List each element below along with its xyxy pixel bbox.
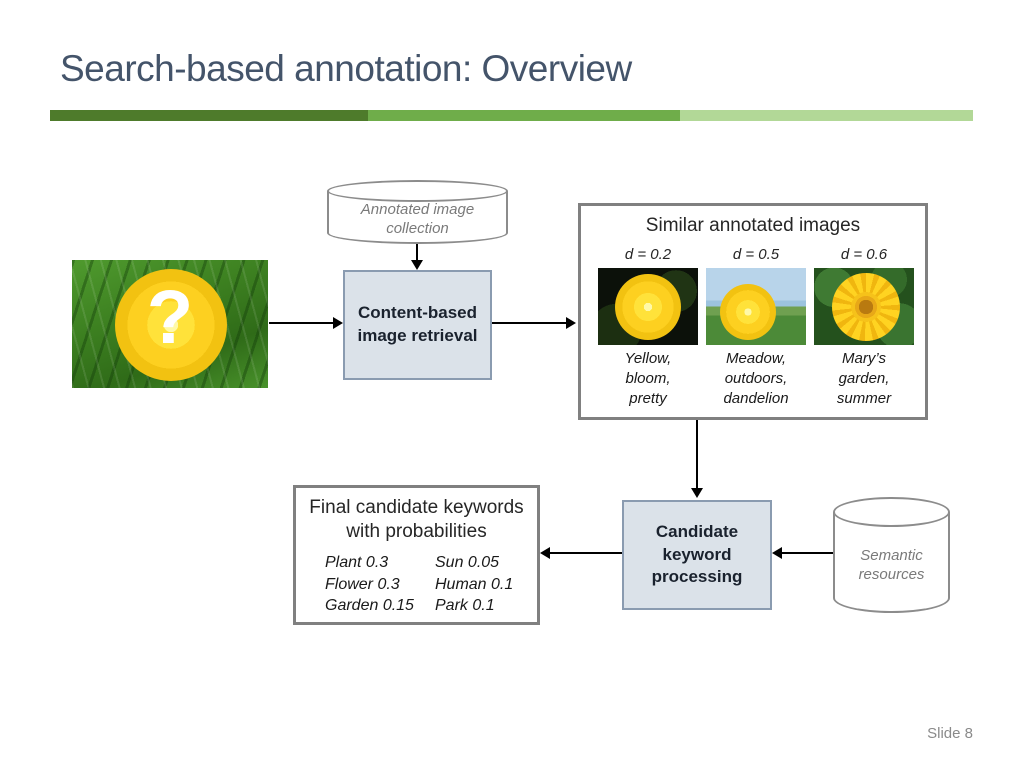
- distance-label: d = 0.2: [624, 246, 672, 263]
- accent-bar-segment-dark: [50, 110, 368, 121]
- result-keywords: Mary’s garden, summer: [836, 350, 892, 407]
- final-keywords-column-1: Plant 0.3 Flower 0.3 Garden 0.15: [325, 552, 414, 617]
- final-keywords-column-2: Sun 0.05 Human 0.1 Park 0.1: [435, 552, 513, 617]
- keyword-probability: Flower 0.3: [325, 575, 400, 593]
- result-photo-dandelion-dark: [598, 268, 698, 345]
- arrowhead-down-icon: [691, 488, 703, 498]
- accent-bar-segment-light: [680, 110, 973, 121]
- arrow-query-to-cbir: [269, 322, 335, 324]
- cbir-box-label: Content-based image retrieval: [357, 303, 478, 345]
- keyword-probability: Sun 0.05: [435, 554, 500, 571]
- similar-annotated-images-panel: Similar annotated images d = 0.2 Yellow,…: [578, 203, 928, 420]
- final-panel-title: Final candidate keywords with probabilit…: [309, 497, 524, 542]
- arrow-candidate-to-final: [549, 552, 622, 554]
- collection-cylinder-label: Annotated image collection: [360, 201, 475, 237]
- dandelion-flower-icon: [615, 274, 681, 340]
- cylinder-top: [833, 497, 950, 527]
- slide-number: Slide 8: [927, 725, 973, 742]
- slide-title: Search-based annotation: Overview: [60, 48, 632, 89]
- accent-bar-segment-medium: [368, 110, 680, 121]
- result-keywords: Meadow, outdoors, dandelion: [723, 350, 789, 407]
- result-item: d = 0.6 Mary’s garden, summer: [811, 246, 917, 408]
- result-photo-garden-flower: [814, 268, 914, 345]
- candidate-box-label: Candidate keyword processing: [651, 521, 743, 587]
- arrowhead-left-icon: [772, 547, 782, 559]
- candidate-keyword-processing-box: Candidate keyword processing: [622, 500, 772, 610]
- unknown-annotation-question-mark: ?: [146, 275, 194, 360]
- keyword-probability: Human 0.1: [435, 575, 514, 593]
- keyword-probability: Plant 0.3: [325, 554, 389, 571]
- arrow-similar-to-candidate: [696, 420, 698, 490]
- dandelion-flower-icon: [720, 284, 776, 340]
- distance-label: d = 0.5: [732, 246, 780, 263]
- result-photo-dandelion-meadow: [706, 268, 806, 345]
- semantic-cylinder-label: Semantic resources: [858, 547, 925, 583]
- keyword-probability: Park 0.1: [435, 597, 495, 615]
- result-item: d = 0.2 Yellow, bloom, pretty: [595, 246, 701, 408]
- arrow-semantic-to-candidate: [781, 552, 833, 554]
- cylinder-body: [833, 512, 950, 613]
- distance-label: d = 0.6: [840, 246, 888, 263]
- annotated-image-collection-database: Annotated image collection: [327, 180, 508, 244]
- cylinder-top: [327, 180, 508, 202]
- arrowhead-right-icon: [333, 317, 343, 329]
- result-item: d = 0.5 Meadow, outdoors, dandelion: [703, 246, 809, 408]
- keyword-probability: Garden 0.15: [325, 597, 414, 615]
- arrowhead-right-icon: [566, 317, 576, 329]
- garden-flower-icon: [832, 273, 900, 341]
- title-accent-bar: [50, 110, 973, 121]
- arrow-cbir-to-similar: [492, 322, 568, 324]
- arrow-collection-to-cbir: [416, 243, 418, 263]
- content-based-image-retrieval-box: Content-based image retrieval: [343, 270, 492, 380]
- query-photo-dandelion: ?: [72, 260, 268, 388]
- semantic-resources-database: Semantic resources: [833, 497, 950, 613]
- similar-panel-title: Similar annotated images: [645, 215, 861, 236]
- final-candidate-keywords-panel: Final candidate keywords with probabilit…: [293, 485, 540, 625]
- result-keywords: Yellow, bloom, pretty: [624, 350, 672, 407]
- arrowhead-left-icon: [540, 547, 550, 559]
- dandelion-flower-icon: [115, 269, 227, 381]
- arrowhead-down-icon: [411, 260, 423, 270]
